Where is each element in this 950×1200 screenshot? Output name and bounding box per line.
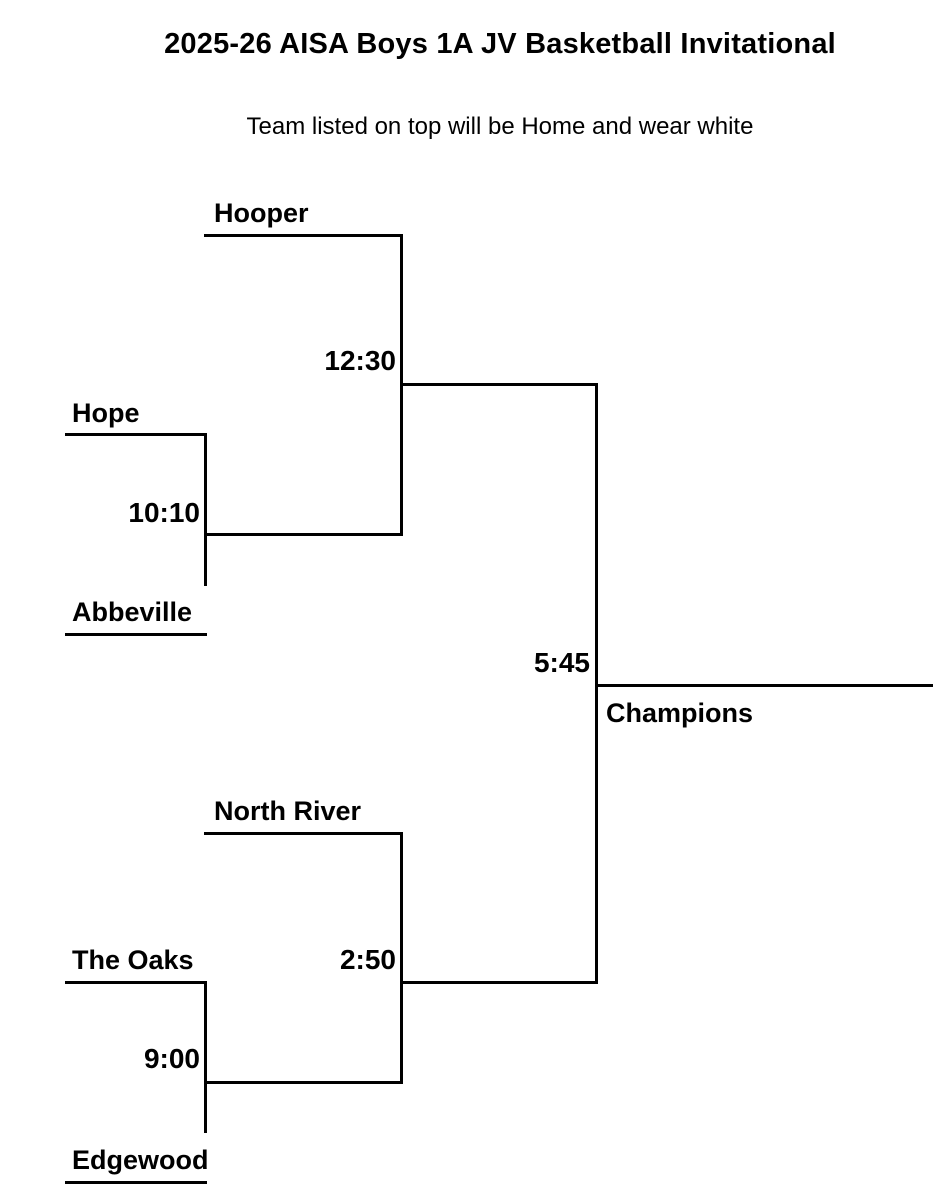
bracket-connector-bottom-semifinal: [400, 832, 403, 1084]
team-label-abbeville: Abbeville: [72, 597, 193, 627]
game-time-top-semifinal: 12:30: [324, 345, 396, 376]
game-time-hope-abbeville: 10:10: [128, 497, 200, 528]
team-label-north-river: North River: [214, 796, 362, 826]
bracket-connector-hope-abbeville: [204, 433, 207, 586]
game-time-final: 5:45: [533, 647, 590, 678]
bracket-line-champions: [595, 684, 933, 687]
team-label-the-oaks: The Oaks: [72, 947, 194, 974]
bracket-connector-oaks-edgewood: [204, 981, 207, 1133]
bracket-line-hooper: [204, 234, 403, 237]
bracket-line-hope: [65, 433, 207, 436]
champions-label: Champions: [606, 698, 754, 728]
bracket-line-game2-winner: [204, 1081, 403, 1084]
page-subtitle: Team listed on top will be Home and wear…: [246, 113, 754, 140]
page-title: 2025-26 AISA Boys 1A JV Basketball Invit…: [164, 28, 836, 60]
bracket-line-north-river: [204, 832, 403, 835]
game-time-bottom-semifinal: 2:50: [339, 944, 396, 975]
game-time-oaks-edgewood: 9:00: [143, 1043, 200, 1074]
bracket-line-bottom-semifinal-winner: [400, 981, 598, 984]
bracket-line-top-semifinal-winner: [400, 383, 598, 386]
bracket-connector-final: [595, 383, 598, 984]
bracket-line-edgewood: [65, 1181, 207, 1184]
team-label-edgewood: Edgewood: [72, 1145, 209, 1175]
bracket-line-the-oaks: [65, 981, 207, 984]
team-label-hooper: Hooper: [214, 198, 309, 228]
team-label-hope: Hope: [72, 398, 140, 428]
bracket-line-abbeville: [65, 633, 207, 636]
bracket-line-game1-winner: [204, 533, 403, 536]
